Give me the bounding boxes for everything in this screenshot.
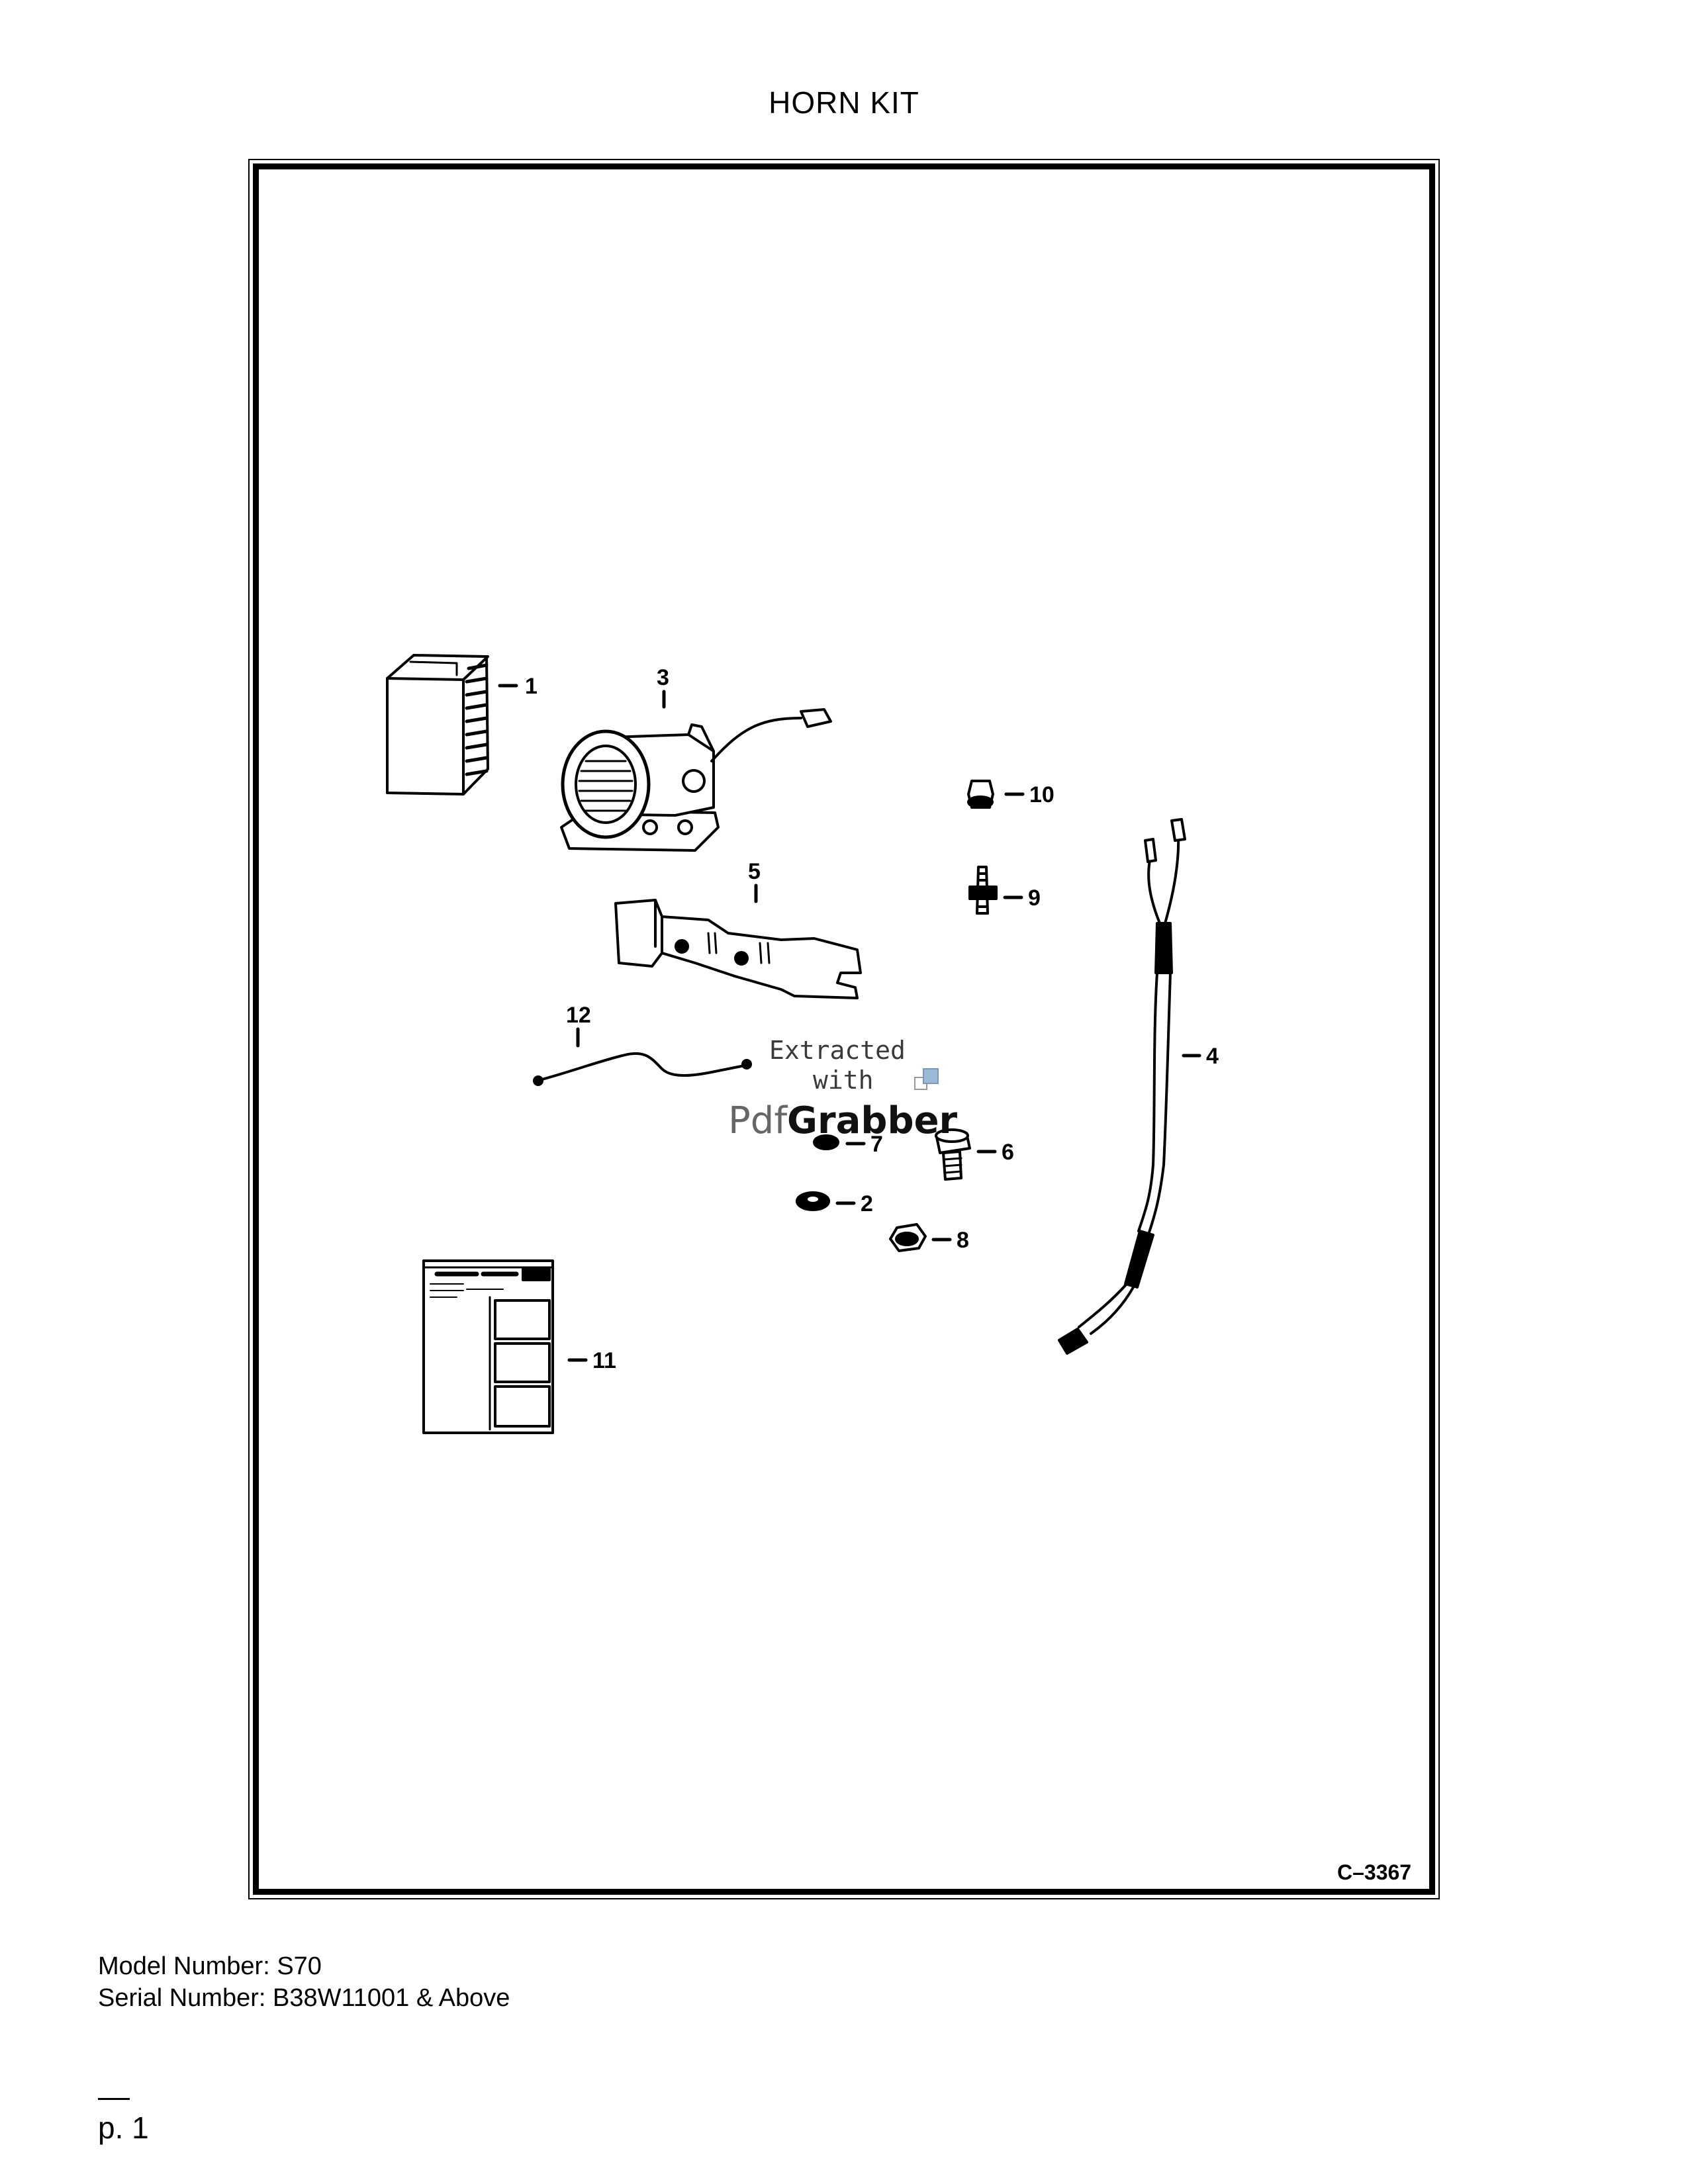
part-8-nut xyxy=(889,1223,952,1252)
page-number: p. 1 xyxy=(98,2111,149,2145)
callout-9: 9 xyxy=(1028,886,1041,911)
callout-4: 4 xyxy=(1206,1044,1219,1069)
callout-12: 12 xyxy=(566,1003,591,1028)
diagram-frame xyxy=(253,163,1435,1895)
part-9-stud xyxy=(968,866,1023,915)
part-10-nut xyxy=(967,780,1025,809)
model-number: Model Number: S70 xyxy=(98,1952,322,1980)
watermark-line2: with xyxy=(813,1066,874,1095)
callout-3: 3 xyxy=(657,665,669,690)
watermark-brand-grabber: Grabber xyxy=(787,1099,958,1142)
part-7-washer xyxy=(813,1134,866,1150)
part-3-horn xyxy=(560,690,832,852)
serial-number: Serial Number: B38W11001 & Above xyxy=(98,1984,510,2012)
page-number-rule xyxy=(98,2098,130,2100)
part-5-bracket xyxy=(614,884,862,999)
watermark-line1: Extracted xyxy=(769,1036,906,1065)
part-4-harness xyxy=(1058,818,1201,1355)
callout-2: 2 xyxy=(861,1191,873,1216)
watermark-square-icon-blue xyxy=(923,1068,939,1084)
pdfgrabber-watermark: Extracted with PdfGrabber xyxy=(728,1036,958,1142)
part-6-bolt xyxy=(935,1128,997,1181)
watermark-brand-pdf: Pdf xyxy=(728,1099,788,1142)
part-11-instruction-sheet xyxy=(422,1259,588,1434)
callout-8: 8 xyxy=(957,1228,969,1253)
callout-6: 6 xyxy=(1002,1140,1014,1165)
callout-7: 7 xyxy=(870,1132,883,1157)
callout-1: 1 xyxy=(525,674,538,699)
callout-11: 11 xyxy=(592,1348,616,1373)
drawing-id: C–3367 xyxy=(1337,1860,1411,1884)
callout-5: 5 xyxy=(748,859,761,884)
part-2-washer xyxy=(796,1191,856,1211)
callout-10: 10 xyxy=(1029,782,1055,807)
part-12-wire xyxy=(533,1027,752,1086)
svg-text:PdfGrabber: PdfGrabber xyxy=(728,1099,958,1142)
diagram-frame-outer xyxy=(248,159,1440,1899)
part-1-carton xyxy=(386,654,518,796)
page-title: HORN KIT xyxy=(769,85,919,120)
